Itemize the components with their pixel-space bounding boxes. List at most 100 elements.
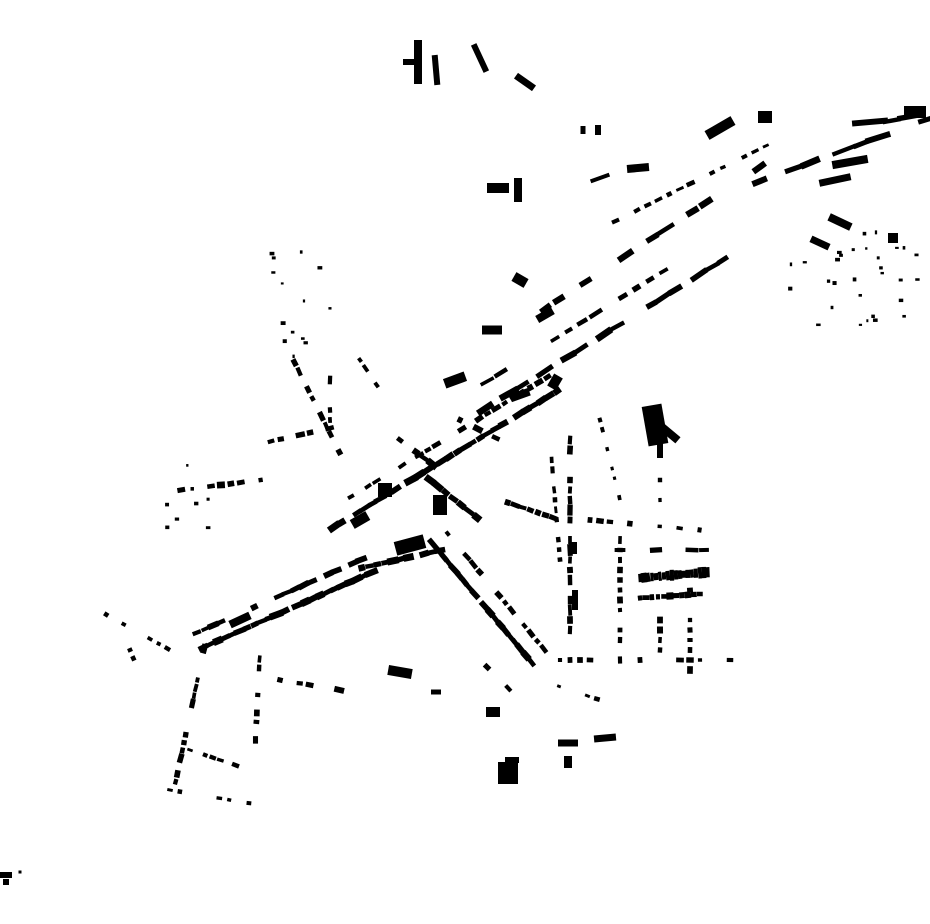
- building: [347, 493, 355, 501]
- building: [809, 235, 831, 251]
- building: [176, 486, 186, 494]
- building: [295, 431, 306, 439]
- building: [658, 497, 662, 503]
- building: [597, 417, 603, 423]
- building: [617, 547, 623, 553]
- building: [202, 752, 209, 758]
- building: [166, 787, 174, 793]
- building: [539, 302, 553, 315]
- building: [689, 569, 695, 578]
- building: [242, 623, 252, 632]
- building: [256, 617, 268, 626]
- building: [553, 506, 558, 514]
- building: [309, 395, 316, 402]
- building: [827, 213, 853, 231]
- building: [423, 446, 432, 454]
- building: [851, 117, 889, 127]
- building: [701, 261, 721, 274]
- building: [678, 591, 685, 599]
- building: [588, 307, 604, 320]
- building: [616, 248, 635, 264]
- building: [610, 466, 615, 471]
- building: [626, 520, 633, 527]
- building: [685, 205, 700, 218]
- building: [252, 736, 259, 744]
- building: [526, 656, 537, 668]
- building: [566, 566, 574, 574]
- building: [802, 261, 807, 264]
- building: [534, 508, 542, 517]
- building: [584, 693, 591, 699]
- building: [580, 126, 586, 134]
- building: [317, 266, 323, 270]
- building: [643, 201, 652, 209]
- building: [902, 246, 906, 250]
- building: [658, 267, 669, 276]
- building: [473, 413, 485, 424]
- building: [327, 375, 333, 385]
- building: [650, 572, 654, 582]
- building: [258, 477, 264, 483]
- building: [280, 321, 286, 326]
- building: [567, 476, 573, 484]
- building: [645, 232, 660, 244]
- building: [599, 426, 605, 433]
- building: [637, 656, 643, 664]
- building: [571, 342, 589, 356]
- building: [680, 570, 687, 578]
- building: [0, 872, 12, 878]
- building: [514, 178, 522, 202]
- building: [443, 451, 456, 462]
- building: [130, 655, 137, 662]
- building: [566, 445, 574, 455]
- building: [442, 371, 468, 389]
- building: [206, 620, 220, 631]
- building: [633, 206, 641, 214]
- building: [535, 307, 555, 323]
- building: [431, 479, 445, 493]
- building: [526, 628, 536, 639]
- building: [567, 504, 573, 516]
- building: [657, 477, 663, 483]
- building: [751, 160, 768, 175]
- building: [216, 796, 223, 801]
- building: [567, 616, 573, 624]
- building: [657, 442, 663, 458]
- building: [665, 570, 671, 581]
- building: [836, 250, 842, 255]
- building: [302, 299, 306, 303]
- building: [3, 879, 9, 885]
- building: [191, 692, 197, 700]
- building: [290, 330, 295, 334]
- building: [327, 417, 333, 423]
- building: [276, 676, 284, 684]
- building: [697, 658, 703, 662]
- building: [389, 483, 402, 495]
- building: [656, 222, 676, 237]
- building: [593, 696, 601, 702]
- building: [541, 511, 550, 519]
- building: [831, 154, 869, 170]
- building: [250, 620, 259, 629]
- building: [799, 155, 821, 170]
- building: [687, 627, 693, 633]
- building: [750, 148, 760, 155]
- building: [528, 400, 540, 410]
- building: [656, 626, 664, 634]
- building: [205, 526, 211, 530]
- building: [555, 536, 561, 543]
- building: [740, 153, 748, 160]
- building: [653, 572, 659, 581]
- building: [839, 253, 843, 257]
- building: [200, 625, 210, 633]
- building: [616, 596, 624, 604]
- building: [216, 757, 225, 763]
- building: [165, 502, 170, 507]
- building: [533, 637, 541, 645]
- building: [490, 424, 502, 434]
- building: [589, 172, 611, 184]
- building: [701, 566, 707, 579]
- building: [548, 513, 558, 522]
- building: [557, 657, 563, 663]
- building: [705, 567, 710, 578]
